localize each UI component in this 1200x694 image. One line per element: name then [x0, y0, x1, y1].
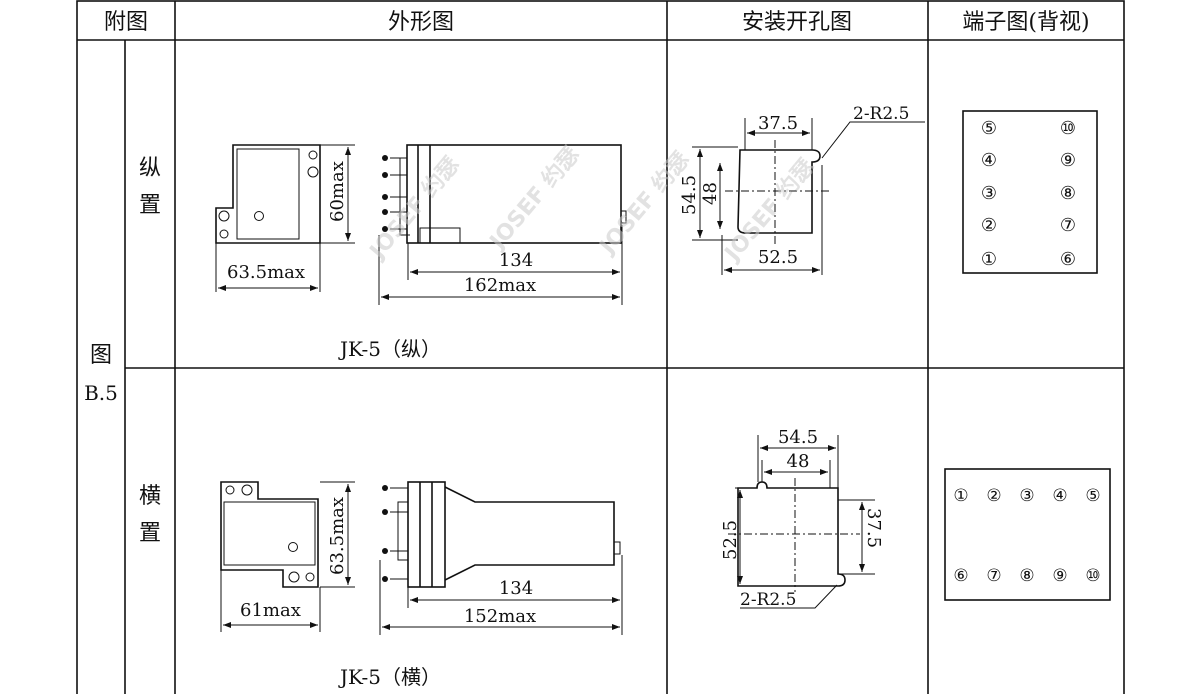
terminal-h-4: ④ — [1052, 486, 1067, 506]
figure-number: B.5 — [84, 381, 118, 405]
dim-cutout-right: 37.5 — [863, 508, 884, 548]
watermark: JOSEF 约瑟 JOSEF 约瑟 JOSEF 约瑟 JOSEF 约瑟 — [363, 142, 819, 268]
terminal-h-2: ② — [986, 486, 1001, 506]
outline-horizontal-drawing: 63.5max 61max 134 152max — [220, 481, 623, 635]
dim-cutout-radius-h: 2-R2.5 — [740, 590, 796, 610]
figure-label: 图 — [90, 343, 112, 368]
caption-horizontal: JK-5（横） — [338, 665, 441, 689]
dim-cutout-inner-height: 48 — [700, 182, 721, 205]
dim-cutout-radius: 2-R2.5 — [853, 104, 909, 124]
dim-cutout-bottom: 52.5 — [758, 247, 798, 268]
dim-total-length: 162max — [464, 275, 536, 296]
orientation-vertical-2: 置 — [139, 193, 161, 218]
terminal-h-7: ⑦ — [986, 566, 1001, 586]
watermark-text: JOSEF 约瑟 — [363, 152, 464, 266]
dim-cutout-outer-width: 54.5 — [778, 427, 818, 448]
orientation-horizontal-2: 置 — [139, 521, 161, 546]
terminal-1: ① — [981, 249, 997, 270]
dim-cutout-outer-height: 54.5 — [679, 175, 700, 215]
orientation-horizontal-1: 横 — [139, 484, 161, 509]
dim-cutout-top: 37.5 — [758, 113, 798, 134]
terminal-9: ⑨ — [1060, 150, 1076, 171]
header-outline: 外形图 — [388, 10, 454, 35]
terminal-block-horizontal — [944, 468, 1111, 601]
terminal-h-3: ③ — [1019, 486, 1034, 506]
dim-body-length-h: 134 — [499, 578, 533, 599]
terminal-h-9: ⑨ — [1052, 566, 1067, 586]
terminal-3: ③ — [981, 183, 997, 204]
dim-total-length-h: 152max — [464, 606, 536, 627]
terminal-8: ⑧ — [1060, 183, 1076, 204]
dim-body-length: 134 — [499, 250, 533, 271]
orientation-vertical-1: 纵 — [139, 156, 161, 181]
header-cutout: 安装开孔图 — [742, 10, 852, 35]
table-grid — [76, 0, 1125, 694]
cutout-vertical-drawing: 37.5 2-R2.5 54.5 48 52.5 — [679, 104, 925, 275]
caption-vertical: JK-5（纵） — [338, 337, 441, 361]
dim-width: 63.5max — [227, 262, 305, 283]
header-appendix: 附图 — [104, 10, 148, 35]
terminal-h-5: ⑤ — [1085, 486, 1100, 506]
terminal-7: ⑦ — [1060, 215, 1076, 236]
cutout-horizontal-drawing: 54.5 48 52.5 37.5 2-R2.5 — [720, 427, 884, 610]
dim-cutout-left: 52.5 — [720, 520, 741, 560]
dim-height: 60max — [327, 161, 348, 222]
terminal-h-1: ① — [953, 486, 968, 506]
dim-width-h: 61max — [240, 600, 301, 621]
terminal-h-6: ⑥ — [953, 566, 968, 586]
header-terminals: 端子图(背视) — [962, 10, 1089, 35]
outline-vertical-drawing: 60max 63.5max 134 162max — [215, 144, 627, 305]
terminal-block-vertical — [962, 110, 1098, 274]
terminal-2: ② — [981, 215, 997, 236]
watermark-text: JOSEF 约瑟 — [483, 142, 584, 256]
terminal-4: ④ — [981, 150, 997, 171]
terminal-h-10: ⑩ — [1085, 566, 1100, 586]
dim-cutout-inner-width: 48 — [787, 451, 810, 472]
terminal-h-8: ⑧ — [1019, 566, 1034, 586]
terminal-10: ⑩ — [1060, 118, 1076, 139]
terminal-5: ⑤ — [981, 118, 997, 139]
terminal-6: ⑥ — [1060, 249, 1076, 270]
dim-height-h: 63.5max — [327, 497, 348, 575]
